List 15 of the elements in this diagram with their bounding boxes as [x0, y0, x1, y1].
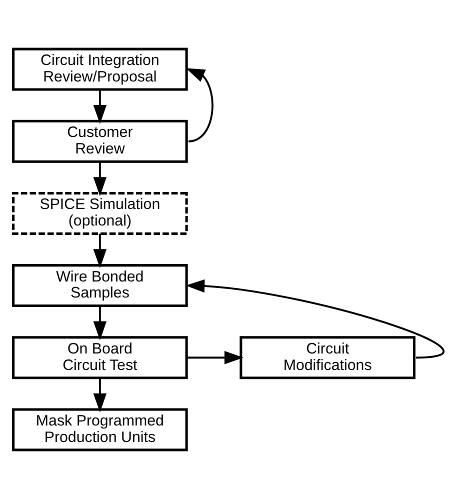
arrow — [93, 378, 107, 412]
node-box: On Board Circuit Test — [12, 336, 188, 380]
node-box: SPICE Simulation (optional) — [12, 192, 188, 235]
node-box: Circuit Modifications — [240, 336, 416, 380]
arrow — [93, 90, 107, 124]
arrow — [93, 234, 107, 268]
arrow — [93, 306, 107, 340]
node-box: Customer Review — [12, 120, 188, 163]
arrow — [93, 162, 107, 196]
node-box: Mask Programmed Production Units — [12, 408, 188, 452]
node-box: Wire Bonded Samples — [12, 264, 188, 308]
arrow — [186, 68, 214, 142]
arrow — [186, 350, 244, 364]
arrow — [186, 279, 444, 359]
node-box: Circuit Integration Review/Proposal — [12, 48, 188, 91]
